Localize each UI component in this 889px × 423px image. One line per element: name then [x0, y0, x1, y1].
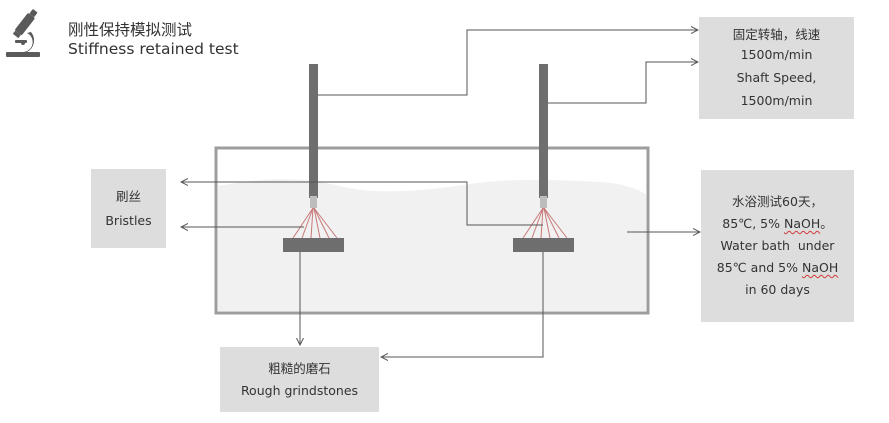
- label-water-bath: 水浴测试60天， 85℃, 5% NaOH。 Water bath under …: [701, 170, 854, 322]
- speed-line-4: 1500m/min: [740, 93, 813, 109]
- speed-line-1: 固定转轴，线速: [732, 27, 821, 43]
- leader-shaft-left: [318, 30, 698, 96]
- grindstone-right: [513, 238, 574, 252]
- leader-lines: [181, 30, 700, 357]
- bristles-right: [522, 207, 568, 239]
- label-shaft-speed: 固定转轴，线速 1500m/min Shaft Speed, 1500m/min: [699, 17, 854, 119]
- leader-bristles-right: [181, 182, 543, 226]
- label-bristles: 刷丝 Bristles: [91, 169, 166, 248]
- bristles-left: [292, 207, 338, 239]
- shaft-right: [539, 64, 548, 198]
- shaft-left: [309, 64, 318, 198]
- leader-shaft-right: [548, 62, 698, 104]
- grindstone-zh: 粗糙的磨石: [268, 360, 331, 376]
- bath-line-2-chem: NaOH: [783, 216, 821, 232]
- bath-line-4-chem: NaOH: [801, 259, 839, 275]
- shaft-left-tip: [310, 196, 317, 208]
- bath-line-1: 水浴测试60天，: [732, 194, 823, 210]
- bath-line-2: 85℃, 5% NaOH。: [722, 213, 832, 235]
- microscope-icon: [6, 9, 40, 57]
- bristles-zh: 刷丝: [115, 189, 141, 205]
- bristles-en: Bristles: [105, 212, 152, 228]
- bath-line-4: 85℃ and 5% NaOH: [717, 257, 838, 279]
- bath-line-2-post: 。: [820, 216, 833, 232]
- label-grindstones: 粗糙的磨石 Rough grindstones: [220, 347, 379, 412]
- title-en: Stiffness retained test: [68, 40, 239, 58]
- grindstone-en: Rough grindstones: [240, 383, 359, 398]
- leader-grind-right: [381, 252, 544, 357]
- speed-line-2: 1500m/min: [740, 46, 813, 62]
- water: [218, 179, 646, 311]
- speed-line-3: Shaft Speed,: [736, 70, 817, 85]
- grindstone-left: [283, 238, 344, 252]
- bath-line-3: Water bath under: [720, 238, 835, 254]
- bath-line-2-pre: 85℃, 5%: [722, 216, 784, 232]
- bath-line-5: in 60 days: [745, 281, 810, 297]
- title-zh: 刚性保持模拟测试: [68, 21, 193, 39]
- bath-line-4-pre: 85℃ and 5%: [716, 259, 802, 275]
- shaft-right-tip: [540, 196, 547, 208]
